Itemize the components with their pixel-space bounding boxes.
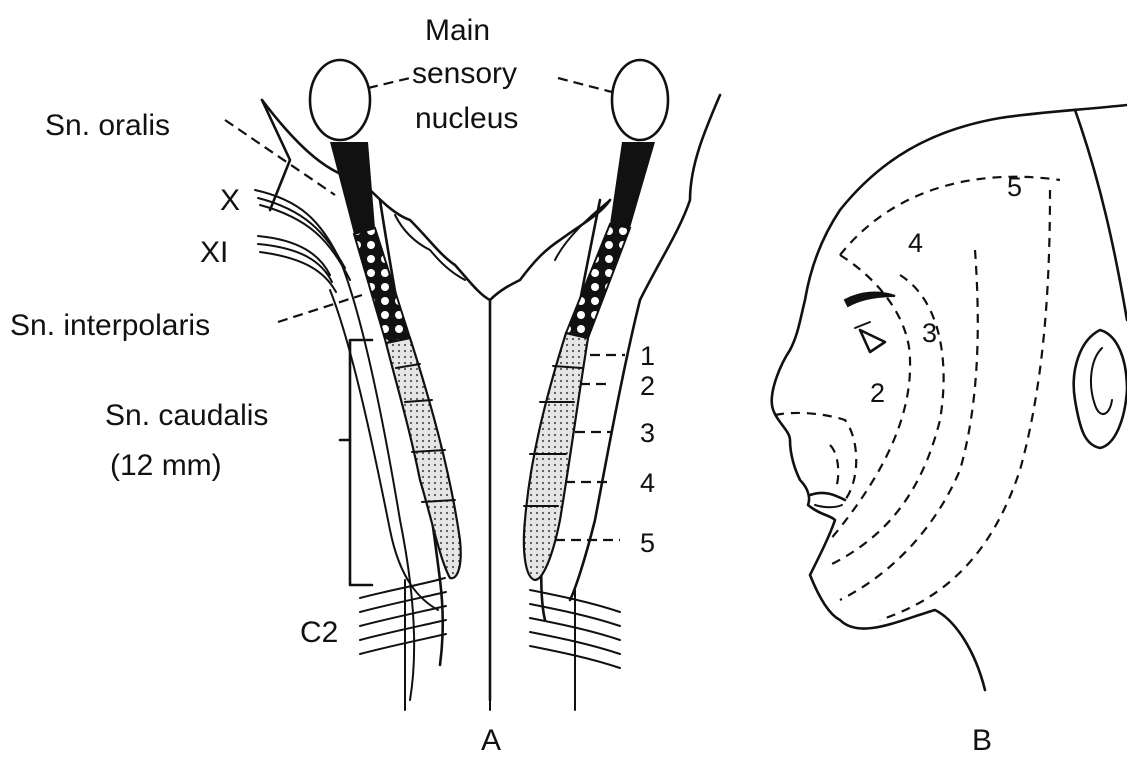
- sn-interpolaris-right: [566, 224, 630, 338]
- panel-label-a: A: [481, 724, 501, 756]
- sn-caudalis-size-label: (12 mm): [110, 449, 222, 482]
- panel-label-b: B: [972, 724, 992, 756]
- sn-oralis-label: Sn. oralis: [45, 109, 170, 142]
- main-sensory-nucleus-left: [310, 60, 370, 140]
- sn-interpolaris-label: Sn. interpolaris: [10, 309, 210, 342]
- c2-label: C2: [300, 616, 338, 649]
- main-sensory-label-3: nucleus: [415, 102, 518, 135]
- main-sensory-label-2: sensory: [412, 57, 517, 90]
- sn-caudalis-label: Sn. caudalis: [105, 399, 268, 432]
- segment-label-4: 4: [640, 468, 655, 498]
- segment-label-3: 3: [640, 418, 655, 448]
- face-zone-4: 4: [908, 228, 923, 258]
- face-zone-2: 2: [870, 378, 885, 408]
- segment-label-1: 1: [640, 341, 655, 371]
- face-diagram: [772, 105, 1127, 690]
- face-zone-5: 5: [1007, 172, 1022, 202]
- sn-caudalis-left: [386, 338, 461, 578]
- sn-oralis-right: [610, 142, 655, 228]
- sn-caudalis-right: [524, 333, 588, 580]
- x-label: X: [220, 184, 240, 217]
- sn-interpolaris-left: [354, 228, 410, 343]
- xi-label: XI: [200, 236, 228, 269]
- segment-label-2: 2: [640, 371, 655, 401]
- sn-oralis-left: [330, 142, 375, 234]
- segment-label-5: 5: [640, 528, 655, 558]
- main-sensory-label-1: Main: [425, 14, 490, 47]
- main-sensory-nucleus-right: [612, 60, 668, 140]
- face-zone-3: 3: [922, 318, 937, 348]
